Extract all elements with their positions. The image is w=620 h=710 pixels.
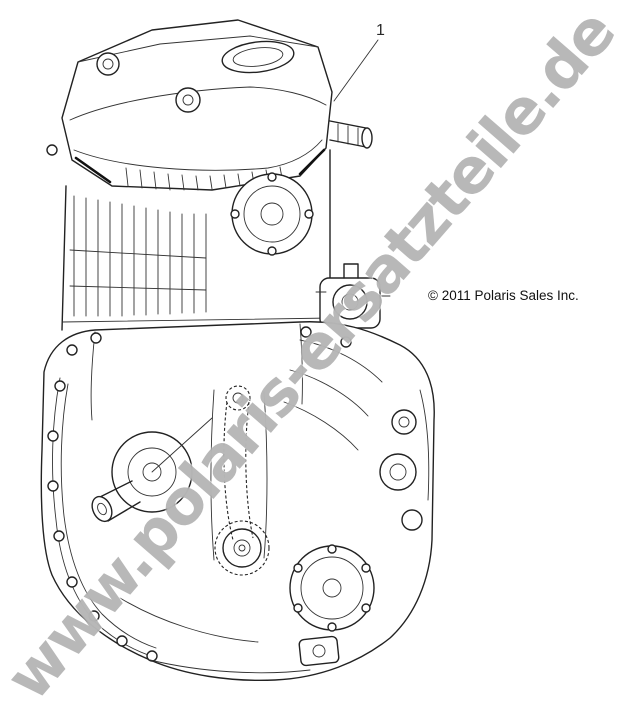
cylinder-head	[61, 149, 391, 331]
copyright-text: © 2011 Polaris Sales Inc.	[428, 288, 579, 303]
valve-cover	[46, 19, 373, 191]
engine-mount	[298, 635, 340, 667]
crankcase	[40, 321, 435, 682]
cam-chain	[214, 385, 270, 576]
thermostat-housing	[315, 263, 391, 329]
callout-leader-line	[333, 39, 379, 102]
callout-1: 1	[376, 22, 385, 39]
breather-fitting	[329, 120, 373, 149]
